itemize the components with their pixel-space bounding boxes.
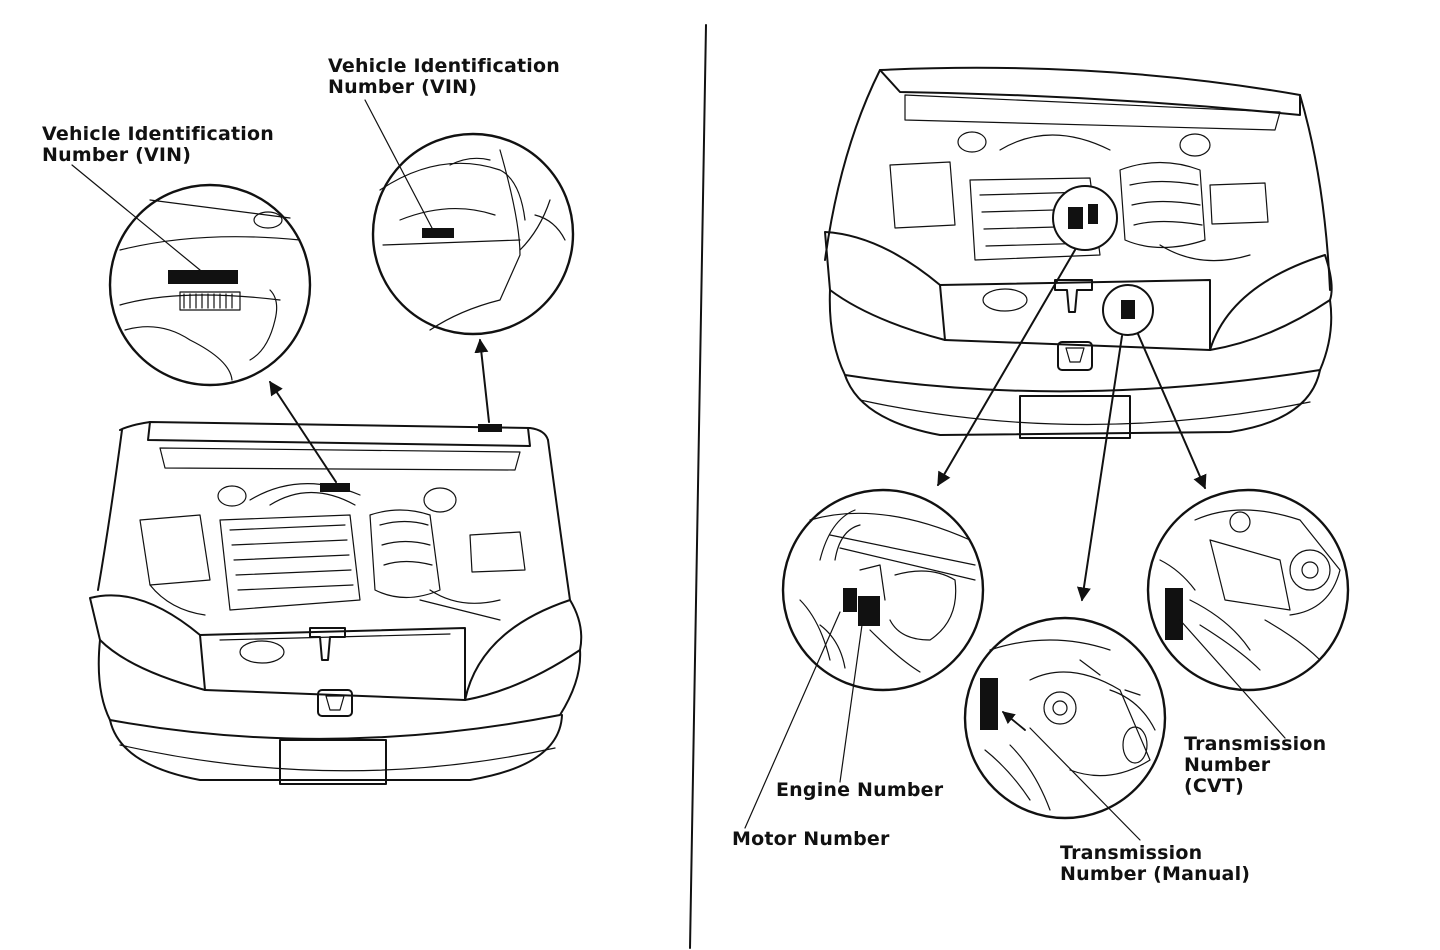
vin-label-left-line1: Vehicle Identification	[42, 123, 274, 145]
leader-vin-right	[364, 99, 433, 229]
vin-label-left: Vehicle Identification Number (VIN)	[42, 124, 274, 166]
left-car-front-view	[89, 421, 583, 785]
leader-motor-number	[744, 611, 841, 829]
trans-cvt-line1: Transmission	[1184, 733, 1327, 755]
cvt-transmission-detail-callout	[1146, 488, 1350, 692]
vin-label-right-line1: Vehicle Identification	[328, 55, 560, 77]
leader-vin-left	[71, 164, 201, 271]
leader-engine-number	[839, 624, 863, 783]
motor-number-label: Motor Number	[732, 829, 890, 850]
vin-label-right-line2: Number (VIN)	[328, 76, 478, 98]
trans-cvt-line3: (CVT)	[1184, 775, 1244, 797]
engine-motor-detail-callout	[781, 488, 985, 692]
motor-number-text: Motor Number	[732, 828, 890, 850]
leader-trans-manual	[1029, 727, 1141, 841]
vin-label-left-line2: Number (VIN)	[42, 144, 192, 166]
arrow-to-cvt-circle	[1137, 333, 1207, 490]
trans-manual-line1: Transmission	[1060, 842, 1203, 864]
trans-cvt-line2: Number	[1184, 754, 1271, 776]
panel-divider	[689, 24, 707, 949]
manual-transmission-detail-callout	[963, 616, 1167, 820]
engine-number-text: Engine Number	[776, 779, 944, 801]
arrow-cowl-to-left-circle	[269, 380, 337, 483]
right-vin-detail-callout	[371, 132, 575, 336]
engine-number-label: Engine Number	[776, 780, 943, 801]
arrow-to-engine-circle	[937, 249, 1076, 487]
arrow-to-manual-circle	[1076, 335, 1123, 602]
arrow-frame-to-right-circle	[474, 338, 490, 423]
vin-label-right: Vehicle Identification Number (VIN)	[328, 56, 560, 98]
trans-cvt-label: Transmission Number (CVT)	[1184, 734, 1326, 797]
leader-trans-cvt	[1179, 619, 1286, 739]
trans-manual-line2: Number (Manual)	[1060, 863, 1251, 885]
trans-manual-label: Transmission Number (Manual)	[1060, 843, 1250, 885]
right-car-front-view	[824, 66, 1333, 439]
left-vin-detail-callout	[108, 183, 312, 387]
